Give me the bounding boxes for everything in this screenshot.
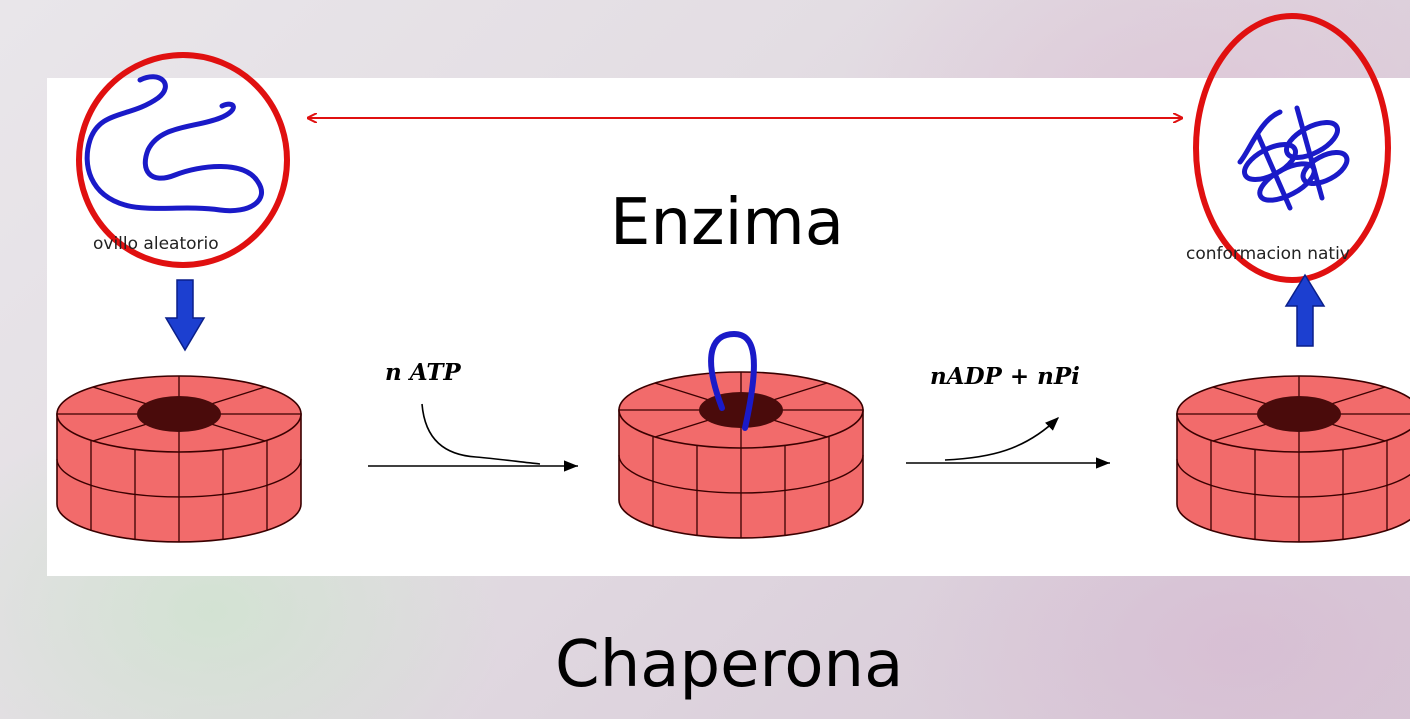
random-coil-label: ovillo aleatorio <box>93 234 219 254</box>
atp-label: n ATP <box>385 359 461 386</box>
folded-protein-icon <box>1239 108 1352 208</box>
adp-release-curve <box>945 418 1058 460</box>
atp-input-curve <box>422 404 540 464</box>
down-arrow <box>166 280 204 350</box>
chaperonin-cylinder-empty <box>57 376 301 542</box>
up-arrow <box>1286 275 1324 346</box>
native-conformation-label: conformacion nativ <box>1186 244 1350 264</box>
protein-coil-icon <box>87 77 261 211</box>
chaperone-title: Chaperona <box>555 628 903 702</box>
chaperonin-cylinder-released <box>1177 376 1410 542</box>
enzyme-title: Enzima <box>610 186 844 260</box>
adp-pi-label: nADP + nPi <box>930 363 1080 390</box>
chaperonin-cylinder-loaded <box>619 372 863 538</box>
